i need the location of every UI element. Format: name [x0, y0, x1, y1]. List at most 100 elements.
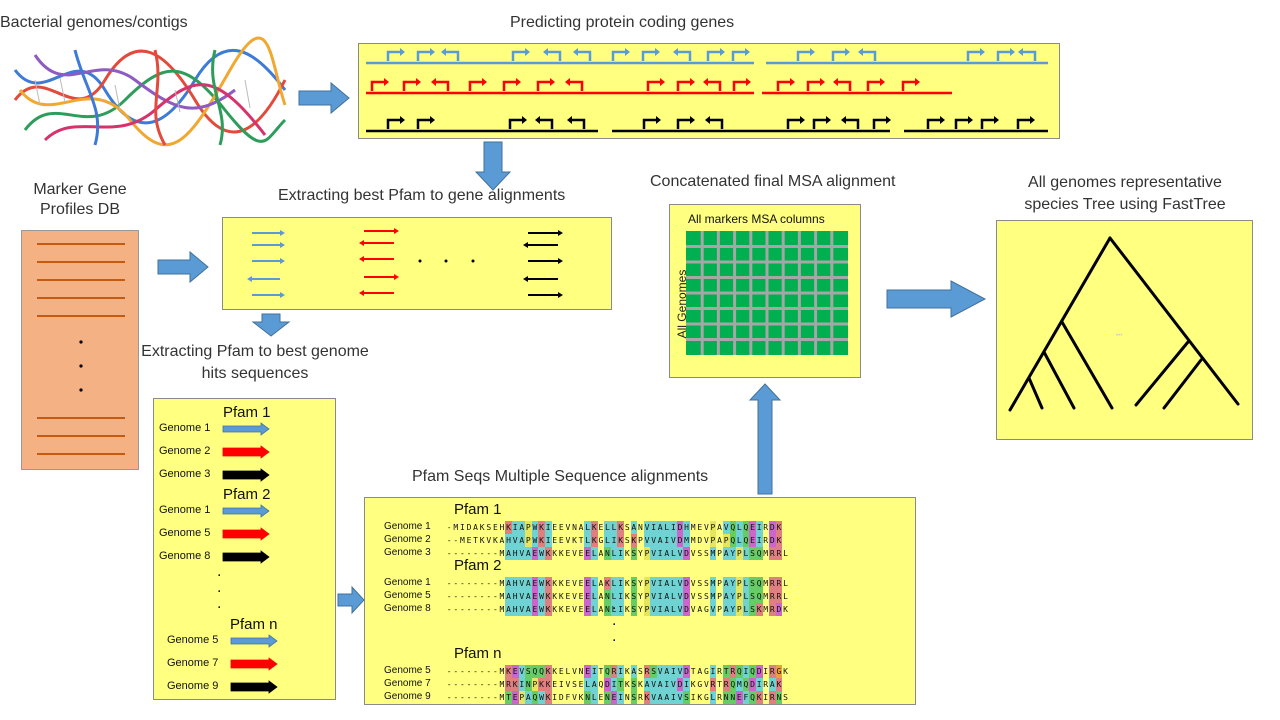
msa-genome-label: Genome 7	[384, 678, 431, 689]
msa-grid	[686, 231, 848, 355]
all-markers-label: All markers MSA columns	[688, 212, 825, 226]
gene-arrow-blue-head	[543, 48, 548, 56]
gene-arrow-blue	[966, 50, 980, 61]
gene-arrow-blue	[1023, 50, 1037, 61]
gene-arrow-red	[676, 80, 690, 91]
gene-arrow-red-head	[820, 78, 825, 86]
gene-arrow-red-head	[746, 78, 751, 86]
msa-genome-label: Genome 1	[384, 577, 431, 588]
gene-arrow-black	[786, 118, 800, 129]
gene-arrow-black-head	[968, 116, 973, 124]
ellipsis-dot: .	[612, 596, 617, 613]
gene-arrow-red-head	[516, 78, 521, 86]
gene-arrow-blue-head	[858, 48, 863, 56]
gene-arrow-blue-head	[1018, 48, 1023, 56]
gene-arrow-blue	[796, 50, 810, 61]
gene-arrow-red-head	[416, 78, 421, 86]
gene-arrow-black-head	[567, 116, 572, 124]
gene-arrow-blue-head	[810, 48, 815, 56]
gene-arrow-black	[872, 118, 886, 129]
gene-arrow-blue-head	[720, 48, 725, 56]
gene-arrow-black	[710, 118, 724, 129]
extract-pfam-line2: hits sequences	[201, 365, 309, 382]
pfam-hits-genome-label: Genome 1	[159, 504, 211, 516]
pfam-hit-arrow-red	[222, 527, 270, 541]
best-arrow-black-head	[523, 242, 528, 248]
gene-arrow-black-head	[841, 116, 846, 124]
gene-arrow-red	[436, 80, 450, 91]
gene-arrow-black	[416, 118, 430, 129]
gene-arrow-blue-head	[655, 48, 660, 56]
flow-arrow-genomes-to-predict	[298, 81, 350, 115]
gene-arrow-red	[570, 80, 584, 91]
gene-arrow-red-head	[431, 78, 436, 86]
gene-arrow-black-head	[994, 116, 999, 124]
msa-genome-label: Genome 2	[384, 534, 431, 545]
pfam-hit-arrow-shape	[230, 680, 278, 694]
predicted-genes-tracks	[366, 48, 1048, 133]
gene-arrow-red-head	[915, 78, 920, 86]
gene-arrow-red-head	[384, 78, 389, 86]
gene-arrow-blue-head	[673, 48, 678, 56]
best-arrow-blue-head	[280, 242, 285, 248]
pfam-hit-arrow-shape	[230, 634, 278, 648]
pfam-hits-genome-label: Genome 9	[167, 680, 219, 692]
best-alignments-arrows	[247, 228, 563, 298]
pfam-hit-arrow-blue	[222, 422, 270, 436]
msa-genome-label: Genome 9	[384, 691, 431, 702]
gene-arrow-blue	[416, 50, 430, 61]
pfam-hit-arrow-black	[222, 468, 270, 482]
pfam-hit-arrow-black	[222, 550, 270, 564]
best-arrow-black-head	[558, 230, 563, 236]
gene-arrow-black	[386, 118, 400, 129]
ellipsis-dot: .	[612, 612, 617, 629]
msa-title-label: Pfam Seqs Multiple Sequence alignments	[412, 468, 709, 485]
msa-genome-label: Genome 5	[384, 665, 431, 676]
msa-genome-label: Genome 8	[384, 603, 431, 614]
gene-arrow-blue	[996, 50, 1010, 61]
pfam-hit-arrow-shape	[222, 468, 270, 482]
gene-arrow-black-head	[1030, 116, 1035, 124]
best-arrow-red-head	[359, 240, 364, 246]
gene-arrow-blue	[578, 50, 592, 61]
gene-arrow-black	[642, 118, 656, 129]
best-arrow-blue-head	[280, 230, 285, 236]
flow-arrow-db-to-extract	[157, 250, 209, 284]
gene-arrow-black-head	[940, 116, 945, 124]
gene-arrow-red	[806, 80, 820, 91]
gene-arrow-black-head	[430, 116, 435, 124]
best-arrow-black-head	[558, 292, 563, 298]
marker-db-label: Marker Gene Profiles DB	[33, 181, 127, 218]
gene-arrow-red-head	[660, 78, 665, 86]
best-arrow-red-head	[359, 256, 364, 262]
pfam-hits-genome-label: Genome 7	[167, 657, 219, 669]
gene-arrow-blue	[386, 50, 400, 61]
gene-arrow-blue	[831, 50, 845, 61]
extract-best-label: Extracting best Pfam to gene alignments	[278, 187, 566, 204]
gene-arrow-blue-head	[441, 48, 446, 56]
dna-helix-image	[13, 36, 287, 147]
pfam-hits-group-title: Pfam 1	[223, 404, 271, 421]
ellipsis-dot: .	[217, 595, 222, 612]
pfam-hit-arrow-red	[230, 657, 278, 671]
gene-arrow-blue	[641, 50, 655, 61]
flow-arrow-concat-to-tree	[886, 280, 987, 318]
gene-arrow-red-head	[482, 78, 487, 86]
gene-arrow-black	[846, 118, 860, 129]
pfam-hit-arrow-shape	[222, 445, 270, 459]
gene-arrow-black	[980, 118, 994, 129]
flow-arrow-msa-up	[748, 383, 782, 495]
gene-arrow-blue	[706, 50, 720, 61]
pfam-hit-arrow-shape	[222, 422, 270, 436]
marker-db-lines	[37, 243, 125, 455]
pfam-hits-group-title: Pfam n	[230, 616, 278, 633]
msa-panel	[364, 497, 916, 705]
